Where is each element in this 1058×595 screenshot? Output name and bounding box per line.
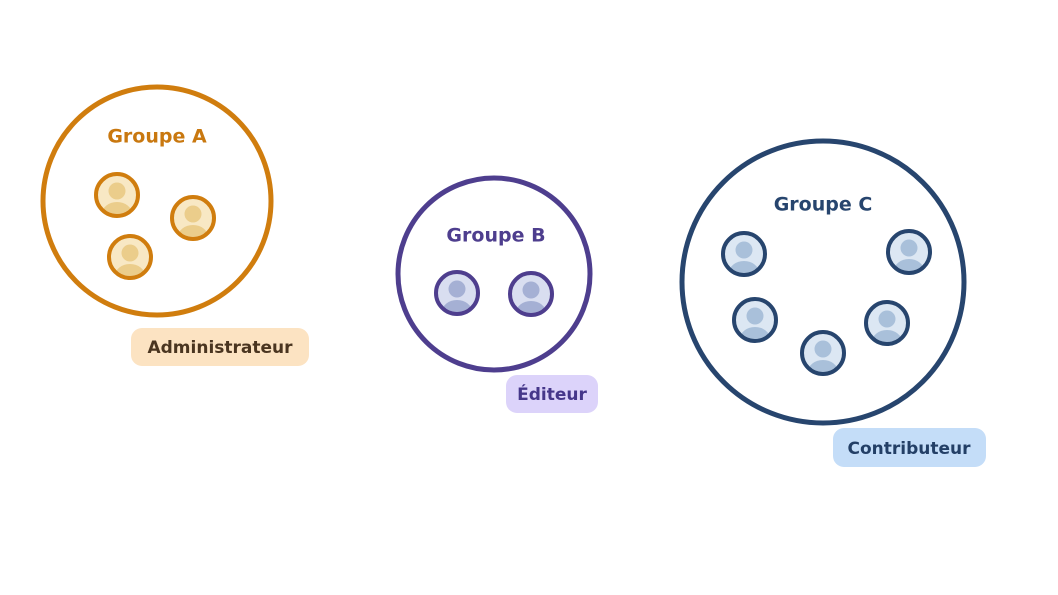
group-c-members bbox=[721, 229, 932, 376]
role-badge-administrateur-label: Administrateur bbox=[147, 338, 293, 358]
group-b: Groupe B bbox=[395, 175, 593, 373]
group-b-member-avatar bbox=[508, 271, 554, 317]
role-badge-administrateur-bg bbox=[131, 328, 309, 366]
person-icon bbox=[178, 205, 208, 237]
avatar-ring bbox=[508, 271, 554, 317]
avatar-ring bbox=[170, 195, 216, 241]
avatar-ring bbox=[434, 270, 480, 316]
person-icon bbox=[729, 241, 759, 273]
role-badge-contributeur-label: Contributeur bbox=[847, 439, 971, 459]
group-c-ring bbox=[679, 138, 967, 426]
person-icon bbox=[808, 340, 838, 372]
role-badge-editeur: Éditeur bbox=[506, 375, 598, 413]
person-icon bbox=[894, 239, 924, 271]
role-badge-contributeur: Contributeur bbox=[833, 428, 986, 467]
role-badge-editeur-label: Éditeur bbox=[517, 383, 587, 405]
group-c-member-avatar bbox=[732, 297, 778, 343]
group-c-member-avatar bbox=[800, 330, 846, 376]
group-b-members bbox=[434, 270, 554, 317]
avatar-ring bbox=[721, 231, 767, 277]
group-a-members bbox=[94, 172, 216, 280]
role-badge-administrateur: Administrateur bbox=[131, 328, 309, 366]
role-badge-editeur-bg bbox=[506, 375, 598, 413]
group-a-member-avatar bbox=[170, 195, 216, 241]
person-icon bbox=[872, 310, 902, 342]
group-b-title: Groupe B bbox=[446, 225, 545, 247]
group-a-title: Groupe A bbox=[107, 126, 207, 148]
group-c-member-avatar bbox=[886, 229, 932, 275]
group-b-ring bbox=[395, 175, 593, 373]
avatar-ring bbox=[886, 229, 932, 275]
person-icon bbox=[516, 281, 546, 313]
avatar-ring bbox=[864, 300, 910, 346]
person-icon bbox=[102, 182, 132, 214]
role-badge-contributeur-bg bbox=[833, 428, 986, 467]
group-c-title: Groupe C bbox=[774, 194, 873, 216]
person-icon bbox=[115, 244, 145, 276]
avatar-ring bbox=[732, 297, 778, 343]
group-c: Groupe C bbox=[679, 138, 967, 426]
group-a-ring bbox=[40, 84, 274, 318]
group-c-member-avatar bbox=[864, 300, 910, 346]
group-a-member-avatar bbox=[94, 172, 140, 218]
person-icon bbox=[740, 307, 770, 339]
avatar-ring bbox=[107, 234, 153, 280]
avatar-ring bbox=[800, 330, 846, 376]
group-a-member-avatar bbox=[107, 234, 153, 280]
group-c-member-avatar bbox=[721, 231, 767, 277]
avatar-ring bbox=[94, 172, 140, 218]
person-icon bbox=[442, 280, 472, 312]
group-a: Groupe A bbox=[40, 84, 274, 318]
group-b-member-avatar bbox=[434, 270, 480, 316]
